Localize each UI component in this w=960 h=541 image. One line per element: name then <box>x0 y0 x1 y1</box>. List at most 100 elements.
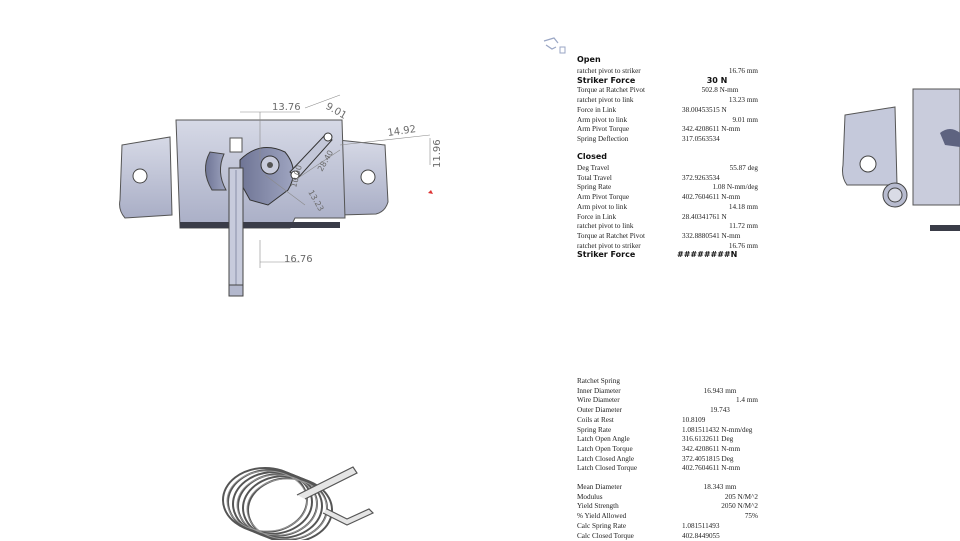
row-value: 16.943 mm <box>703 386 737 395</box>
row-value: 30 N <box>706 75 728 85</box>
row-label: Force in Link <box>577 105 617 114</box>
spreadsheet-row: Latch Open Torque 342.4208611 N-mm <box>577 444 777 454</box>
row-label: Inner Diameter <box>577 386 621 395</box>
dim-label: 16.76 <box>284 254 313 265</box>
row-value: 13.23 mm <box>728 96 758 105</box>
row-label: Latch Open Angle <box>577 435 630 444</box>
row-label: Arm pivot to link <box>577 202 628 211</box>
row-value: 372.4051815 Deg <box>682 454 734 463</box>
row-label: Deg Travel <box>577 164 610 172</box>
row-value: 342.4208611 N-mm <box>682 444 741 453</box>
row-label: Wire Diameter <box>577 396 620 405</box>
spreadsheet-row: ratchet pivot to link 11.72 mm <box>577 221 777 231</box>
spreadsheet-row: ratchet pivot to striker 16.76 mm <box>577 241 777 251</box>
row-label: Coils at Rest <box>577 415 614 424</box>
row-label: ratchet pivot to striker <box>577 67 641 75</box>
row-value: 317.0563534 <box>682 134 720 143</box>
row-value: 342.4208611 N-mm <box>682 125 741 134</box>
row-label: Outer Diameter <box>577 406 622 415</box>
dim-label: 11.96 <box>432 139 443 168</box>
row-label: Torque at Ratchet Pivot <box>577 86 645 95</box>
row-value: 19.743 <box>710 406 730 415</box>
spreadsheet-row: Inner Diameter 16.943 mm <box>577 386 777 396</box>
row-value: 9.01 mm <box>732 115 758 124</box>
row-label: Modulus <box>577 492 603 501</box>
latch-assembly-drawing: 13.76 9.01 14.92 11.96 16.76 28.40 13.23… <box>119 94 443 297</box>
dim-label: 13.76 <box>272 102 301 113</box>
row-label: ratchet pivot to link <box>577 96 634 105</box>
row-label: Arm Pivot Torque <box>577 193 630 202</box>
ratchet-spring-drawing <box>222 466 375 540</box>
row-value: 1.4 mm <box>736 396 758 405</box>
row-value: 28.40341761 N <box>682 212 727 221</box>
spreadsheet-row: ratchet pivot to striker 16.76 mm <box>577 66 777 76</box>
dim-label: 14.92 <box>387 124 417 139</box>
row-label: Arm pivot to link <box>577 115 628 124</box>
row-label: Arm Pivot Torque <box>577 125 630 134</box>
row-value: 332.8880541 N-mm <box>682 231 741 240</box>
row-value: 16.76 mm <box>728 67 758 75</box>
spreadsheet-row: Wire Diameter 1.4 mm <box>577 395 777 405</box>
row-label: % Yield Allowed <box>577 512 627 521</box>
spreadsheet-row: Outer Diameter 19.743 <box>577 405 777 415</box>
row-label: Total Travel <box>577 173 612 182</box>
row-label: Latch Closed Angle <box>577 454 635 463</box>
spreadsheet-row: Torque at Ratchet Pivot 502.8 N-mm <box>577 85 777 95</box>
row-value: 18.343 mm <box>703 483 737 491</box>
spreadsheet-row: Torque at Ratchet Pivot 332.8880541 N-mm <box>577 231 777 241</box>
row-label: Latch Open Torque <box>577 444 633 453</box>
cursor-icon <box>543 37 566 54</box>
row-label: ratchet pivot to link <box>577 222 634 231</box>
row-value: 16.76 mm <box>728 241 758 250</box>
spreadsheet-row: Deg Travel 55.87 deg <box>577 163 777 173</box>
row-value: 1.081511493 <box>682 521 720 530</box>
row-label: Torque at Ratchet Pivot <box>577 231 645 240</box>
row-value: 2050 N/M^2 <box>721 502 758 511</box>
row-value: 1.08 N-mm/deg <box>712 183 758 192</box>
row-value: 11.72 mm <box>729 222 758 231</box>
row-label: Latch Closed Torque <box>577 464 638 473</box>
spreadsheet-row: Arm Pivot Torque 402.7604611 N-mm <box>577 192 777 202</box>
row-value: 372.9263534 <box>682 173 720 182</box>
row-label: Yield Strength <box>577 502 619 511</box>
spreadsheet-row: % Yield Allowed 75% <box>577 511 777 521</box>
spreadsheet-row: Force in Link 28.40341761 N <box>577 212 777 222</box>
latch-assembly-drawing-partial <box>842 88 960 231</box>
row-value: 502.8 N-mm <box>701 86 739 95</box>
row-value: 402.8449055 <box>682 531 720 540</box>
row-label: Spring Rate <box>577 425 612 434</box>
row-value: 205 N/M^2 <box>724 492 758 501</box>
row-value: ########N <box>677 250 738 260</box>
row-value: 75% <box>744 512 758 521</box>
spreadsheet-row: Calc Spring Rate 1.081511493 <box>577 521 777 531</box>
row-label: ratchet pivot to striker <box>577 241 641 250</box>
row-value: 1.081511432 N-mm/deg <box>682 425 753 434</box>
row-label: Striker Force <box>577 250 636 260</box>
spreadsheet-row: Coils at Rest 10.8109 <box>577 415 777 425</box>
row-label: Striker Force <box>577 75 636 85</box>
section-title: Open <box>577 55 601 64</box>
spreadsheet-row: Striker Force 30 N <box>577 76 777 86</box>
spreadsheet-row: Latch Closed Angle 372.4051815 Deg <box>577 454 777 464</box>
spreadsheet-row: ratchet pivot to link 13.23 mm <box>577 95 777 105</box>
spreadsheet-row: Force in Link 38.00453515 N <box>577 105 777 115</box>
dim-label: 9.01 <box>324 101 349 122</box>
row-label: Spring Deflection <box>577 134 629 143</box>
spreadsheet-row: Ratchet Spring <box>577 376 777 386</box>
spreadsheet-row: Spring Deflection 317.0563534 <box>577 134 777 144</box>
row-label: Mean Diameter <box>577 483 622 491</box>
row-value: 55.87 deg <box>729 164 758 172</box>
section-title: Closed <box>577 152 608 161</box>
row-value: 38.00453515 N <box>682 105 727 114</box>
row-value: 10.8109 <box>682 415 706 424</box>
row-value: 402.7604611 N-mm <box>682 193 741 202</box>
row-label: Force in Link <box>577 212 617 221</box>
row-label: Calc Spring Rate <box>577 521 627 530</box>
spreadsheet-row: Yield Strength 2050 N/M^2 <box>577 501 777 511</box>
spreadsheet-row: Striker Force ########N <box>577 250 777 260</box>
spreadsheet-row: Total Travel 372.9263534 <box>577 173 777 183</box>
